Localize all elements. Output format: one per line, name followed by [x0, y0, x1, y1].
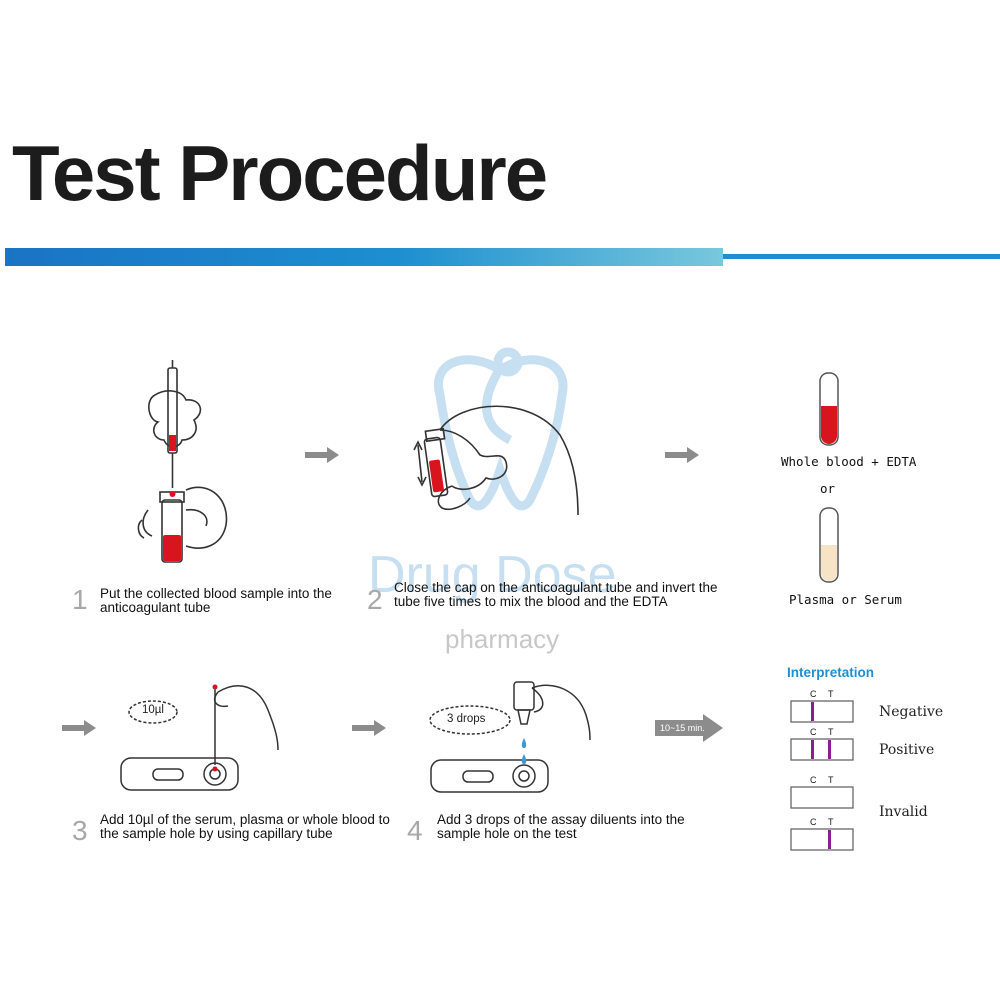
step-text: Add 3 drops of the assay diluents into t…: [437, 812, 685, 841]
plasma-label: Plasma or Serum: [789, 592, 902, 607]
c-label: C: [810, 817, 817, 827]
step-number: 3: [72, 815, 88, 846]
invalid-strip: [790, 786, 854, 809]
arrow-icon: [305, 447, 339, 463]
step-text: Add 10µl of the serum, plasma or whole b…: [100, 812, 390, 841]
t-label: T: [828, 817, 834, 827]
watermark-sub: pharmacy: [445, 624, 559, 654]
result-invalid: Invalid: [879, 804, 928, 820]
header-bar-thin: [723, 254, 1000, 259]
c-label: C: [810, 727, 817, 737]
arrow-icon: [665, 447, 699, 463]
step-number: 4: [407, 815, 423, 846]
step-text: Put the collected blood sample into the …: [100, 586, 332, 615]
result-negative: Negative: [879, 704, 944, 720]
step2-illustration: [413, 405, 579, 516]
arrow-icon: [62, 720, 96, 736]
c-label: C: [810, 689, 817, 699]
t-label: T: [828, 775, 834, 785]
page-title: Test Procedure: [12, 129, 548, 217]
plasma-tube: [819, 507, 839, 583]
whole-blood-tube: [819, 372, 839, 446]
interpretation-title: Interpretation: [787, 665, 875, 680]
arrow-icon: [352, 720, 386, 736]
invalid-strip: [790, 828, 854, 851]
step3-illustration: [120, 684, 279, 791]
step-number: 2: [367, 584, 383, 615]
c-label: C: [810, 775, 817, 785]
volume-callout: 10µl: [142, 704, 164, 716]
header-bar: [5, 248, 723, 266]
or-label: or: [820, 481, 836, 496]
time-arrow-icon: [655, 714, 723, 742]
drops-callout: 3 drops: [447, 713, 486, 725]
step-number: 1: [72, 584, 88, 615]
t-label: T: [828, 689, 834, 699]
step4-illustration: [429, 681, 591, 793]
step1-illustration: [137, 360, 228, 563]
negative-strip: [790, 700, 854, 723]
result-positive: Positive: [879, 742, 935, 758]
t-label: T: [828, 727, 834, 737]
time-label: 10~15 min.: [660, 723, 705, 733]
positive-strip: [790, 738, 854, 761]
whole-blood-label: Whole blood + EDTA: [781, 454, 917, 469]
step-text: Close the cap on the anticoagulant tube …: [394, 580, 718, 609]
